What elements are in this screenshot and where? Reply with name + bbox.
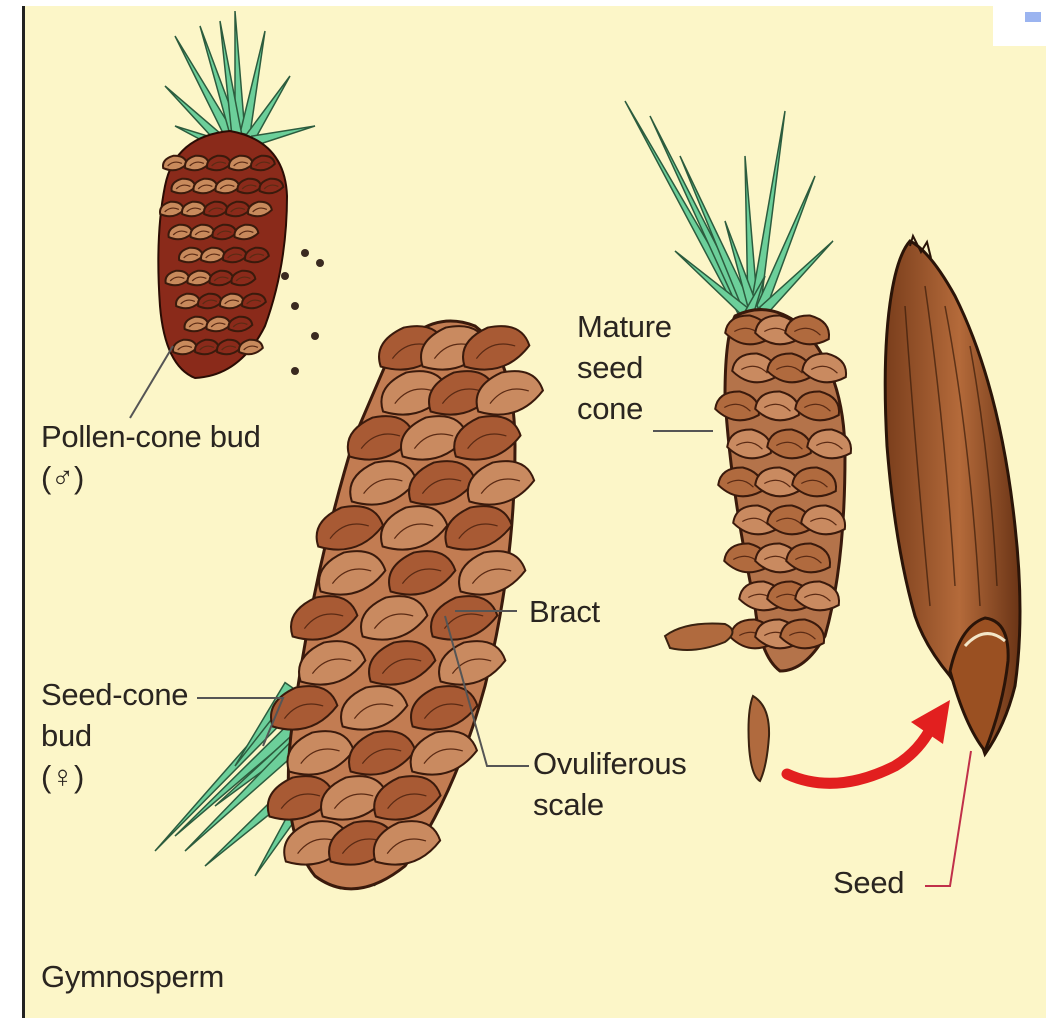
ovuliferous-scale-label: Ovuliferous scale [533,743,687,825]
pollen-cone-icon [158,11,324,378]
pollen-cone-label: Pollen-cone bud (♂) [41,416,261,498]
bract-label: Bract [529,591,600,632]
seed-leader [925,751,971,886]
curved-arrow-icon [787,700,950,783]
seed-cone-bud-label: Seed-cone bud (♀) [41,674,188,797]
slide-text-fragment [0,0,22,1021]
seed-label: Seed [833,862,904,903]
corner-badge [993,6,1046,46]
mature-seed-cone-label: Mature seed cone [577,306,672,429]
winged-seed-icon [885,236,1020,754]
gymnosperm-diagram: Pollen-cone bud (♂) Seed-cone bud (♀) Br… [22,6,1046,1018]
seed-cone-icon [155,317,547,889]
pollen-cone-leader [130,346,173,418]
gymnosperm-label: Gymnosperm [41,956,224,997]
